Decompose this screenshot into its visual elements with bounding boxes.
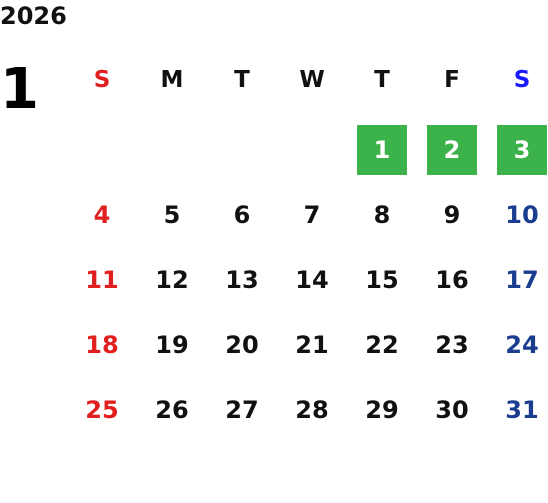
day-cell[interactable]: 11 (85, 266, 119, 294)
day-cell[interactable]: 21 (295, 331, 329, 359)
day-cell[interactable]: 29 (365, 396, 399, 424)
day-cell[interactable]: 12 (155, 266, 189, 294)
weekday-tuesday: T (234, 67, 250, 93)
day-cell[interactable]: 6 (233, 201, 251, 229)
day-cell[interactable]: 28 (295, 396, 329, 424)
day-cell[interactable]: 27 (225, 396, 259, 424)
day-cell[interactable]: 26 (155, 396, 189, 424)
holiday-day-cell[interactable]: 1 (357, 125, 407, 175)
weekday-thursday: T (374, 67, 390, 93)
day-cell[interactable]: 9 (443, 201, 461, 229)
day-cell[interactable]: 16 (435, 266, 469, 294)
day-cell (137, 125, 207, 175)
day-cell (277, 125, 347, 175)
day-cell[interactable]: 14 (295, 266, 329, 294)
day-cell[interactable]: 10 (505, 201, 539, 229)
week-row-3: 11 12 13 14 15 16 17 (67, 255, 548, 305)
week-row-4: 18 19 20 21 22 23 24 (67, 320, 548, 370)
day-cell[interactable]: 8 (373, 201, 391, 229)
weekday-saturday: S (513, 67, 531, 93)
weekday-monday: M (160, 67, 184, 93)
week-row-5: 25 26 27 28 29 30 31 (67, 385, 548, 435)
day-cell[interactable]: 24 (505, 331, 539, 359)
day-cell[interactable]: 25 (85, 396, 119, 424)
holiday-day-cell[interactable]: 3 (497, 125, 547, 175)
weekday-sunday: S (93, 67, 111, 93)
weekday-wednesday: W (299, 67, 325, 93)
day-cell[interactable]: 18 (85, 331, 119, 359)
holiday-day-cell[interactable]: 2 (427, 125, 477, 175)
day-cell[interactable]: 7 (303, 201, 321, 229)
day-cell (207, 125, 277, 175)
weekday-friday: F (444, 67, 460, 93)
day-cell (67, 125, 137, 175)
weekday-header-row: S M T W T F S (67, 60, 548, 100)
year-label: 2026 (0, 2, 67, 30)
day-cell[interactable]: 4 (93, 201, 111, 229)
day-cell[interactable]: 23 (435, 331, 469, 359)
day-cell[interactable]: 13 (225, 266, 259, 294)
day-cell[interactable]: 19 (155, 331, 189, 359)
day-cell[interactable]: 5 (163, 201, 181, 229)
day-cell[interactable]: 17 (505, 266, 539, 294)
month-number: 1 (0, 57, 39, 122)
week-row-1: 1 2 3 (67, 125, 548, 175)
day-cell[interactable]: 20 (225, 331, 259, 359)
day-cell[interactable]: 15 (365, 266, 399, 294)
week-row-2: 4 5 6 7 8 9 10 (67, 190, 548, 240)
day-cell[interactable]: 31 (505, 396, 539, 424)
day-cell[interactable]: 30 (435, 396, 469, 424)
day-cell[interactable]: 22 (365, 331, 399, 359)
